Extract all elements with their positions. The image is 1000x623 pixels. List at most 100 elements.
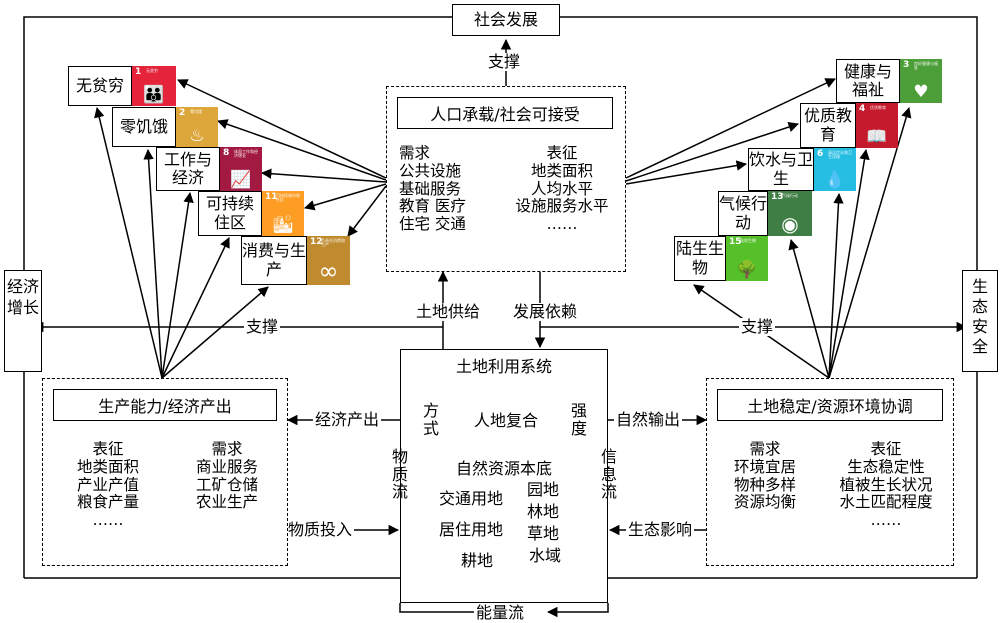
land-type-transport: 交通用地	[439, 489, 504, 508]
eco-impact-label: 生态影响	[626, 520, 695, 540]
tree-icon: 🌳	[736, 260, 758, 280]
land-use-system-box: 土地利用系统 方式 强度 人地复合 物质流 信息流 自然资源本底 交通用地 园地…	[392, 349, 617, 603]
infinity-icon: ∞	[318, 257, 339, 285]
sdg-label-education: 优质教育	[800, 103, 856, 148]
intensity-label: 强度	[570, 401, 587, 438]
eco-indicator-list: 表征 生态稳定性 植被生长状况 水土匹配程度 ……	[821, 440, 951, 530]
list-item: 住宅 交通	[399, 215, 466, 234]
list-item: 表征	[92, 440, 124, 458]
ecological-security-label: 生态安全	[971, 277, 988, 356]
list-item: 需求	[749, 440, 781, 458]
list-item: 物种多样	[733, 475, 796, 494]
list-item: 植被生长状况	[839, 475, 933, 494]
sdg-label-sustainable-cities: 可持续住区	[198, 191, 262, 236]
population-demand-list: 需求 公共设施 基础服务 教育 医疗 住宅 交通	[399, 144, 466, 234]
support-label-right: 支撑	[739, 317, 776, 337]
support-label-left: 支撑	[244, 317, 281, 337]
list-item: 人均水平	[530, 179, 593, 198]
list-item: 教育 医疗	[399, 197, 466, 216]
population-indicator-list: 表征 地类面积 人均水平 设施服务水平 ……	[499, 144, 625, 234]
list-item: 设施服务水平	[515, 197, 609, 216]
list-item: 需求	[211, 440, 243, 458]
list-item: 工矿仓储	[195, 475, 258, 494]
list-item: ……	[546, 215, 578, 234]
list-item: 基础服务	[399, 179, 462, 198]
list-item: 表征	[870, 440, 902, 458]
list-item: 生态稳定性	[847, 457, 925, 476]
economic-growth-node: 经济增长	[4, 270, 42, 372]
human-land-label: 人地复合	[473, 411, 538, 430]
list-item: 表征	[546, 144, 578, 162]
land-stability-title: 土地稳定/资源环境协调	[717, 389, 943, 421]
natural-output-label: 自然输出	[614, 410, 683, 430]
land-type-water: 水域	[529, 546, 562, 565]
list-item: 公共设施	[399, 161, 462, 180]
list-item: 农业生产	[195, 493, 258, 512]
land-type-forest: 林地	[527, 502, 560, 521]
list-item: ……	[870, 511, 902, 530]
economic-output-label: 经济产出	[313, 410, 382, 430]
list-item: 商业服务	[195, 457, 258, 476]
land-stability-box: 土地稳定/资源环境协调 需求 环境宜居 物种多样 资源均衡 表征 生态稳定性 植…	[706, 378, 954, 566]
production-capacity-box: 生产能力/经济产出 表征 地类面积 产业产值 粮食产量 …… 需求 商业服务 工…	[42, 378, 288, 566]
ecological-security-node: 生态安全	[962, 270, 998, 372]
support-label-top: 支撑	[486, 52, 523, 72]
material-flow-label: 物质流	[391, 447, 408, 502]
book-icon: 📖	[866, 127, 888, 147]
list-item: ……	[92, 511, 124, 530]
growth-chart-icon: 📈	[230, 170, 252, 190]
food-bowl-icon: ♨	[189, 126, 205, 146]
eco-demand-list: 需求 环境宜居 物种多样 资源均衡	[715, 440, 815, 512]
sdg-label-decent-work: 工作与经济	[156, 147, 220, 191]
sdg-label-life-on-land: 陆生生物	[674, 236, 726, 281]
energy-flow-label: 能量流	[474, 603, 527, 623]
natural-resources-label: 自然资源本底	[455, 459, 552, 478]
sdg-label-zero-hunger: 零饥饿	[112, 107, 176, 147]
list-item: 水土匹配程度	[839, 493, 933, 512]
sdg-label-health: 健康与福祉	[836, 59, 900, 103]
land-type-residential: 居住用地	[439, 520, 504, 539]
sdg-label-consumption-production: 消费与生产	[241, 236, 307, 285]
info-flow-label: 信息流	[600, 447, 617, 502]
list-item: 粮食产量	[76, 493, 139, 512]
population-capacity-title: 人口承载/社会可接受	[397, 97, 613, 129]
material-input-label: 物质投入	[286, 520, 355, 540]
list-item: 地类面积	[76, 457, 139, 476]
land-type-farmland: 耕地	[461, 551, 494, 570]
list-item: 资源均衡	[733, 493, 796, 512]
production-demand-list: 需求 商业服务 工矿仓储 农业生产	[171, 440, 283, 512]
sdg-label-water: 饮水与卫生	[748, 148, 814, 191]
list-item: 地类面积	[530, 161, 593, 180]
family-icon: 👪	[143, 85, 165, 105]
production-capacity-title: 生产能力/经济产出	[53, 389, 277, 421]
eye-icon: ◉	[781, 212, 799, 236]
water-drop-icon: 💧	[824, 170, 846, 190]
dev-dependency-label: 发展依赖	[511, 302, 580, 322]
population-capacity-box: 人口承载/社会可接受 需求 公共设施 基础服务 教育 医疗 住宅 交通 表征 地…	[386, 86, 626, 272]
mode-label: 方式	[422, 401, 439, 438]
heartbeat-icon: ♥	[913, 82, 929, 102]
list-item: 需求	[399, 144, 431, 162]
social-development-node: 社会发展	[452, 4, 560, 36]
list-item: 产业产值	[76, 475, 139, 494]
land-type-grassland: 草地	[527, 524, 560, 543]
land-supply-label: 土地供给	[414, 302, 483, 322]
list-item: 环境宜居	[733, 457, 796, 476]
sdg-label-no-poverty: 无贫穷	[68, 66, 132, 106]
land-type-garden: 园地	[527, 480, 560, 499]
city-icon: 🏙	[272, 215, 294, 235]
economic-growth-label: 经济增长	[6, 277, 39, 317]
land-use-system-title: 土地利用系统	[455, 357, 552, 376]
sdg-label-climate: 气候行动	[718, 191, 768, 236]
production-indicator-list: 表征 地类面积 产业产值 粮食产量 ……	[53, 440, 163, 530]
